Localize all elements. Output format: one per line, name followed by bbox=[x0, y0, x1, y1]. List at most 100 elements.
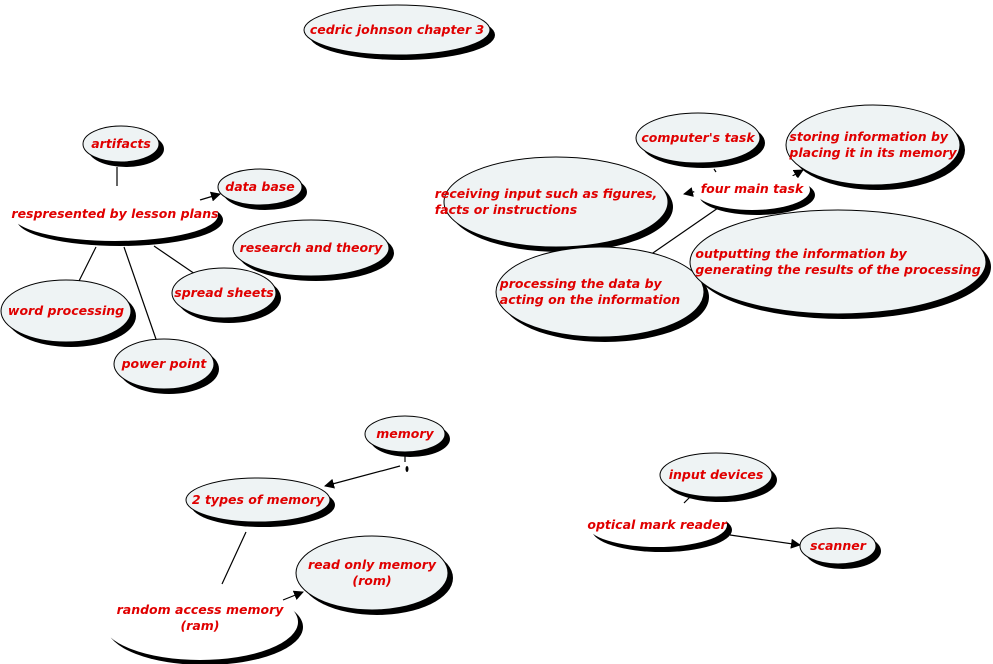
node-label-line: read only memory bbox=[307, 557, 437, 572]
node-label-power-point: power point bbox=[122, 356, 207, 372]
node-label-line: memory bbox=[376, 426, 434, 441]
node-ellipse bbox=[102, 584, 298, 660]
node-ellipse bbox=[799, 527, 877, 565]
node-label-data-base: data base bbox=[225, 179, 294, 195]
node-ellipse bbox=[364, 415, 446, 453]
node-label-line: acting on the information bbox=[499, 292, 681, 307]
node-lesson-plans[interactable] bbox=[12, 189, 223, 246]
computers-task-connector bbox=[713, 168, 717, 173]
node-ellipse bbox=[217, 168, 303, 206]
node-label-line: (rom) bbox=[352, 573, 392, 588]
node-label-line: 2 types of memory bbox=[191, 492, 325, 507]
node-scanner[interactable] bbox=[799, 527, 881, 569]
optical-to-scanner-arrow bbox=[729, 534, 801, 549]
node-label-line: cedric johnson chapter 3 bbox=[309, 22, 485, 37]
node-label-line: facts or instructions bbox=[434, 202, 578, 217]
node-label-line: artifacts bbox=[91, 136, 151, 151]
node-artifacts[interactable] bbox=[82, 125, 164, 167]
node-memory[interactable] bbox=[364, 415, 450, 457]
node-label-line: generating the results of the processing bbox=[695, 262, 981, 277]
node-label-line: four main task bbox=[700, 181, 804, 196]
node-power-point[interactable] bbox=[113, 338, 219, 394]
node-title[interactable] bbox=[303, 4, 495, 60]
node-spread-sheets[interactable] bbox=[171, 267, 281, 323]
node-label-spread-sheets: spread sheets bbox=[174, 285, 273, 301]
node-label-lesson-plans: respresented by lesson plans bbox=[11, 206, 218, 222]
node-ellipse bbox=[295, 535, 449, 611]
node-ellipse bbox=[694, 170, 810, 210]
node-rom[interactable] bbox=[295, 535, 453, 615]
node-label-rom: read only memory(rom) bbox=[308, 557, 436, 589]
node-research[interactable] bbox=[232, 219, 394, 281]
node-ellipse bbox=[659, 452, 773, 498]
node-label-computers-task: computer's task bbox=[641, 130, 754, 146]
node-receiving[interactable] bbox=[443, 156, 673, 252]
node-label-receiving: receiving input such as figures,facts or… bbox=[435, 186, 658, 218]
node-ram[interactable] bbox=[102, 584, 303, 664]
node-label-line: random access memory bbox=[116, 602, 284, 617]
node-ellipse bbox=[689, 209, 987, 315]
node-label-input-devices: input devices bbox=[669, 467, 764, 483]
dot-marker bbox=[405, 466, 409, 472]
node-ellipse bbox=[635, 112, 761, 164]
node-two-types[interactable] bbox=[185, 477, 335, 527]
node-label-word-processing: word processing bbox=[8, 303, 124, 319]
node-label-memory: memory bbox=[376, 426, 433, 442]
node-outputting[interactable] bbox=[689, 209, 991, 319]
node-ellipse bbox=[443, 156, 669, 248]
node-label-four-main-task: four main task bbox=[701, 181, 804, 197]
node-label-artifacts: artifacts bbox=[91, 136, 151, 152]
types-to-ram-connector bbox=[221, 531, 247, 585]
node-ellipse bbox=[0, 279, 132, 343]
node-ellipse bbox=[12, 189, 218, 241]
node-label-two-types: 2 types of memory bbox=[192, 492, 324, 508]
node-computers-task[interactable] bbox=[635, 112, 765, 168]
lesson-to-spreadsheets-connector bbox=[153, 245, 196, 275]
node-label-line: receiving input such as figures, bbox=[434, 186, 658, 201]
node-label-optical: optical mark reader bbox=[587, 517, 726, 533]
node-ellipse bbox=[185, 477, 331, 523]
node-label-line: respresented by lesson plans bbox=[11, 206, 219, 221]
lesson-to-database-arrow bbox=[199, 191, 221, 202]
node-ellipse bbox=[113, 338, 215, 390]
node-optical[interactable] bbox=[587, 503, 732, 552]
node-label-line: word processing bbox=[7, 303, 125, 318]
node-label-line: optical mark reader bbox=[587, 517, 727, 532]
lesson-to-powerpoint-connector bbox=[123, 246, 158, 343]
lesson-to-word-connector bbox=[77, 246, 97, 284]
node-label-research: research and theory bbox=[240, 240, 383, 256]
node-input-devices[interactable] bbox=[659, 452, 777, 502]
node-processing[interactable] bbox=[495, 246, 709, 342]
node-ellipse bbox=[82, 125, 160, 163]
node-label-title: cedric johnson chapter 3 bbox=[310, 22, 484, 38]
node-word-processing[interactable] bbox=[0, 279, 136, 347]
node-ellipse bbox=[303, 4, 491, 56]
node-label-line: scanner bbox=[810, 538, 866, 553]
node-label-line: processing the data by bbox=[499, 276, 662, 291]
node-label-ram: random access memory(ram) bbox=[117, 602, 284, 634]
node-label-line: input devices bbox=[668, 467, 764, 482]
node-data-base[interactable] bbox=[217, 168, 307, 210]
node-ellipse bbox=[232, 219, 390, 277]
memory-to-types-arrow bbox=[324, 465, 401, 489]
node-label-line: storing information by bbox=[789, 129, 949, 144]
node-ellipse bbox=[785, 104, 961, 186]
ram-to-rom-arrow bbox=[282, 590, 304, 601]
node-label-line: placing it in its memory bbox=[789, 145, 957, 160]
node-label-line: outputting the information by bbox=[695, 246, 907, 261]
node-label-line: power point bbox=[121, 356, 207, 371]
node-label-line: data base bbox=[225, 179, 295, 194]
node-four-main-task[interactable] bbox=[694, 170, 815, 215]
node-label-scanner: scanner bbox=[810, 538, 866, 554]
node-label-line: computer's task bbox=[641, 130, 755, 145]
node-ellipse bbox=[171, 267, 277, 319]
node-label-line: research and theory bbox=[239, 240, 383, 255]
node-ellipse bbox=[587, 503, 727, 547]
node-storing[interactable] bbox=[785, 104, 965, 190]
node-ellipse bbox=[495, 246, 705, 338]
